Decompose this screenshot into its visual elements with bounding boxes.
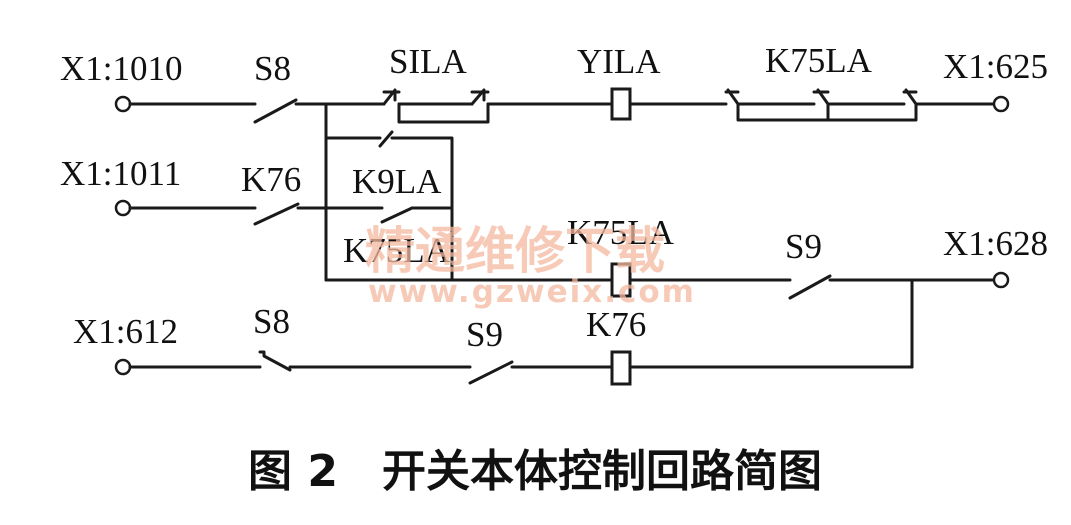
watermark-url: www.gzweix.com <box>368 274 696 310</box>
label-x1-625: X1:625 <box>943 47 1048 86</box>
label-k76-contact: K76 <box>241 160 301 199</box>
row-4-circuit <box>114 350 914 386</box>
k75la-contact-2 <box>812 88 830 106</box>
s8-top-contact <box>253 98 298 124</box>
row-3-circuit <box>610 262 1010 369</box>
row-1-circuit <box>114 87 1010 124</box>
k9la-contact-2 <box>380 206 414 224</box>
label-yila: YILA <box>577 42 661 81</box>
label-k9la: K9LA <box>352 162 442 201</box>
caption-title: 开关本体控制回路简图 <box>382 446 822 497</box>
sila-contact-2 <box>470 88 486 106</box>
k76-coil <box>610 350 632 386</box>
terminal-x1-1010 <box>114 95 132 113</box>
label-sila: SILA <box>389 42 468 81</box>
label-x1-628: X1:628 <box>943 224 1048 263</box>
k75la-contact-3 <box>902 88 918 106</box>
yila-coil <box>610 87 632 121</box>
terminal-x1-625 <box>992 95 1010 113</box>
k9la-contact-1 <box>378 130 394 148</box>
label-s9-bottom: S9 <box>466 315 503 354</box>
row-2-circuit <box>114 102 614 282</box>
terminal-x1-628 <box>992 271 1010 289</box>
label-k75la-top: K75LA <box>765 41 873 80</box>
k76-contact <box>253 202 300 226</box>
label-x1-1010: X1:1010 <box>60 49 183 88</box>
k75la-contact-1 <box>724 88 740 106</box>
s9-bottom-contact <box>468 360 514 385</box>
label-s8-top: S8 <box>254 49 291 88</box>
label-s9-right: S9 <box>785 227 822 266</box>
sila-contact-1 <box>382 88 397 106</box>
s9-right-contact <box>788 274 832 300</box>
terminal-x1-1011 <box>114 199 132 217</box>
terminal-x1-612 <box>114 358 132 376</box>
label-s8-bottom: S8 <box>253 302 290 341</box>
label-k75la-left: K75LA <box>343 231 451 270</box>
label-x1-1011: X1:1011 <box>60 154 181 193</box>
caption-number: 图 2 <box>248 446 338 497</box>
label-x1-612: X1:612 <box>73 312 178 351</box>
s8-bottom-contact <box>258 350 292 372</box>
label-k75la-coil: K75LA <box>567 213 675 252</box>
watermark-chinese: 精通维修下载 <box>365 222 665 280</box>
label-k76-coil: K76 <box>586 305 646 344</box>
